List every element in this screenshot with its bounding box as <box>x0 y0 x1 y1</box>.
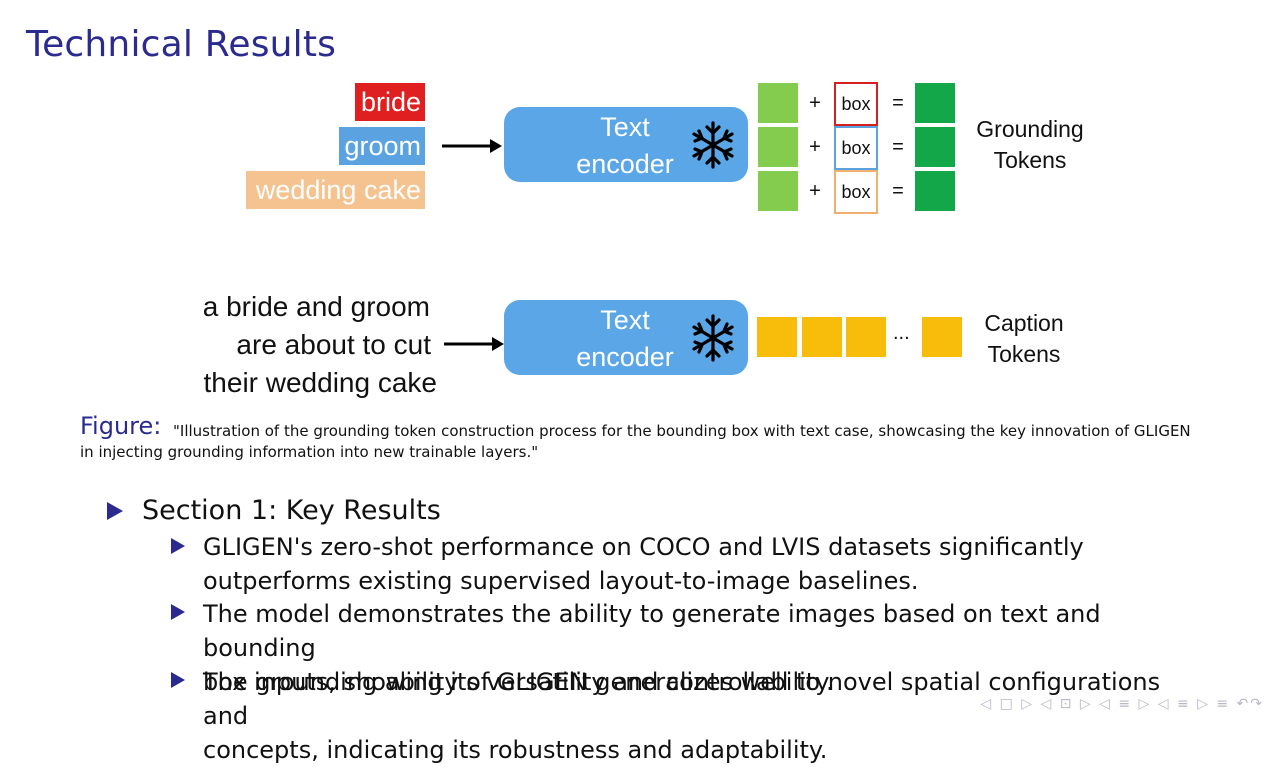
caption-token-square <box>922 317 962 357</box>
grounding-token-square <box>915 83 955 123</box>
figure-caption: "Illustration of the grounding token con… <box>80 422 1191 461</box>
caption-token-square <box>757 317 797 357</box>
snowflake-icon <box>692 121 734 169</box>
text-encoder-top: Text encoder <box>504 107 748 182</box>
list-item: The model demonstrates the ability to ge… <box>203 597 1203 699</box>
caption-token-square <box>846 317 886 357</box>
grounding-token-square <box>915 127 955 167</box>
list-item-line: The model demonstrates the ability to ge… <box>203 600 1101 662</box>
arrow-right-icon <box>442 139 502 153</box>
arrow-right-icon <box>444 337 504 351</box>
snowflake-icon <box>692 314 734 362</box>
embedding-square <box>758 127 798 167</box>
encoder-label: Text encoder <box>576 112 674 179</box>
bullet-arrow-icon <box>171 604 185 620</box>
caption-tokens-label: Caption Tokens <box>984 310 1064 367</box>
list-item-line: outperforms existing supervised layout-t… <box>203 567 919 595</box>
caption-text-line: their wedding cake <box>203 367 437 398</box>
equals-sign: = <box>892 92 904 114</box>
plus-sign: + <box>809 136 821 158</box>
caption-text-line: are about to cut <box>236 329 431 360</box>
section-heading: Section 1: Key Results <box>142 495 441 526</box>
label-wedding-cake: wedding cake <box>246 171 425 209</box>
label-groom: groom <box>339 127 425 165</box>
label-bride: bride <box>355 83 425 121</box>
slide-title: Technical Results <box>26 24 337 65</box>
box-token-orange: box <box>834 170 878 214</box>
bullet-arrow-icon <box>107 502 123 520</box>
bullet-arrow-icon <box>171 672 185 688</box>
grounding-token-square <box>915 171 955 211</box>
grounding-tokens-label: Grounding Tokens <box>976 116 1084 173</box>
equals-sign: = <box>892 180 904 202</box>
embedding-square <box>758 171 798 211</box>
caption-token-square <box>802 317 842 357</box>
figure-label: Figure: <box>80 412 162 440</box>
plus-sign: + <box>809 180 821 202</box>
list-item: The grounding ability of GLIGEN generali… <box>203 665 1203 767</box>
encoder-label: Text encoder <box>576 305 674 372</box>
bullet-arrow-icon <box>171 538 185 554</box>
embedding-square <box>758 83 798 123</box>
box-token-blue: box <box>834 126 878 170</box>
list-item-line: concepts, indicating its robustness and … <box>203 736 828 764</box>
text-encoder-bottom: Text encoder <box>504 300 748 375</box>
plus-sign: + <box>809 92 821 114</box>
beamer-nav-icons[interactable]: ◁ □ ▷ ◁ ⊡ ▷ ◁ ≡ ▷ ◁ ≡ ▷ ≡ ↶↷ <box>980 696 1264 712</box>
equals-sign: = <box>892 136 904 158</box>
list-item: GLIGEN's zero-shot performance on COCO a… <box>203 530 1203 598</box>
list-item-line: GLIGEN's zero-shot performance on COCO a… <box>203 533 1084 561</box>
list-item-line: box inputs, showing its versatility and … <box>203 668 834 696</box>
box-token-red: box <box>834 82 878 126</box>
caption-text-line: a bride and groom <box>202 291 430 322</box>
ellipsis: ... <box>893 322 910 344</box>
